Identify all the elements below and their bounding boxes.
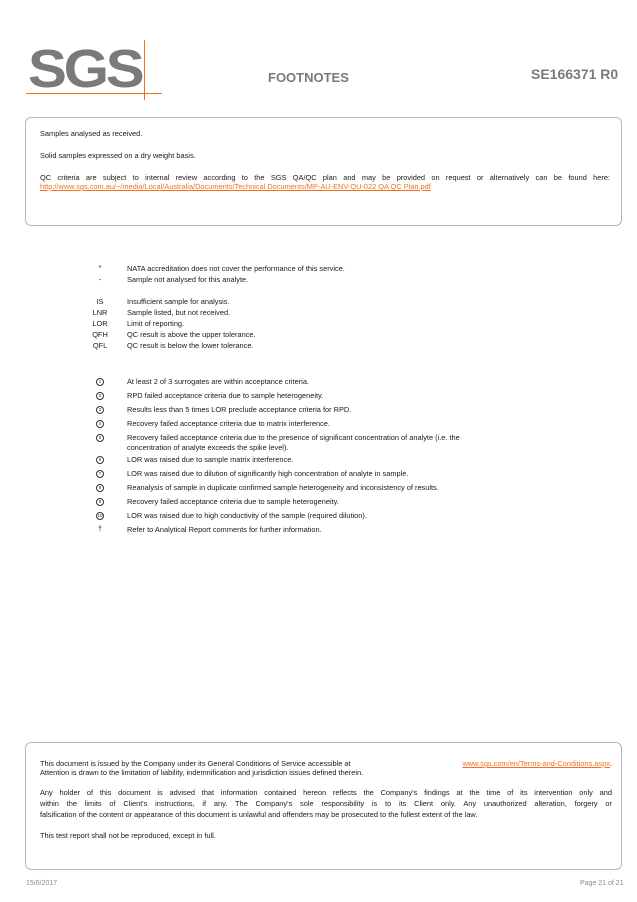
abbr-code: QFH	[92, 330, 108, 339]
abbr-desc: Limit of reporting.	[127, 319, 185, 328]
abbr-desc: QC result is below the lower tolerance.	[127, 341, 254, 350]
footer-page-number: Page 21 of 21	[580, 880, 624, 887]
note-number-marker: 9	[83, 495, 117, 506]
note-text: At least 2 of 3 surrogates are within ac…	[127, 377, 309, 386]
abbr-code: LNR	[92, 308, 108, 317]
dagger-marker: †	[97, 524, 103, 533]
note-text: Reanalysis of sample in duplicate confir…	[127, 483, 439, 492]
note-number-marker: 3	[83, 403, 117, 414]
note-text: LOR was raised due to sample matrix inte…	[127, 455, 294, 464]
disclaimer-p2-line1: Any holder of this document is advised t…	[40, 788, 612, 797]
note-number-marker: 7	[83, 467, 117, 478]
intro-box	[25, 117, 622, 226]
note-text-continued: concentration of analyte exceeds the spi…	[127, 443, 289, 452]
dagger-note-text: Refer to Analytical Report comments for …	[127, 525, 322, 534]
note-number-marker: 4	[83, 417, 117, 428]
disclaimer-p1-text: This document is issued by the Company u…	[40, 759, 351, 768]
qc-plan-link[interactable]: http://www.sgs.com.au/~/media/Local/Aust…	[40, 182, 431, 191]
symbol-code: -	[98, 275, 102, 284]
footer-date: 15/6/2017	[26, 880, 58, 887]
disclaimer-box	[25, 742, 622, 870]
qc-criteria-text: QC criteria are subject to internal revi…	[40, 173, 610, 182]
note-text: LOR was raised due to dilution of signif…	[127, 469, 409, 478]
note-text: LOR was raised due to high conductivity …	[127, 511, 367, 520]
note-text: Recovery failed acceptance criteria due …	[127, 433, 460, 442]
symbol-desc: Sample not analysed for this analyte.	[127, 275, 249, 284]
note-number-marker: 8	[83, 481, 117, 492]
disclaimer-p1-line1: This document is issued by the Company u…	[40, 759, 612, 768]
disclaimer-p2-line3: falsification of the content or appearan…	[40, 810, 478, 819]
report-id: SE166371 R0	[531, 66, 619, 82]
abbr-code: LOR	[92, 319, 108, 328]
abbr-code: QFL	[92, 341, 108, 350]
disclaimer-p1-line2: Attention is drawn to the limitation of …	[40, 768, 364, 777]
symbol-desc: NATA accreditation does not cover the pe…	[127, 264, 345, 273]
logo-orange-hline	[26, 93, 162, 94]
note-number-marker: 6	[83, 453, 117, 464]
note-text: RPD failed acceptance criteria due to sa…	[127, 391, 324, 400]
note-number-marker: 2	[83, 389, 117, 400]
disclaimer-p2-line2: within the limits of Client's instructio…	[40, 799, 612, 808]
abbr-desc: QC result is above the upper tolerance.	[127, 330, 256, 339]
symbol-code: *	[98, 263, 102, 272]
abbr-desc: Insufficient sample for analysis.	[127, 297, 230, 306]
note-number-marker: 10	[96, 512, 104, 520]
note-number-marker: 5	[83, 431, 117, 442]
logo-orange-vline	[144, 40, 145, 100]
note-text: Recovery failed acceptance criteria due …	[127, 497, 339, 506]
abbr-code: IS	[96, 297, 104, 306]
abbr-desc: Sample listed, but not received.	[127, 308, 231, 317]
sgs-logo: SGS	[28, 39, 145, 99]
page-title: FOOTNOTES	[268, 70, 349, 85]
terms-conditions-link[interactable]: www.sgs.com/en/Terms-and-Conditions.aspx	[462, 759, 610, 768]
intro-line-received: Samples analysed as received.	[40, 129, 143, 138]
disclaimer-p1-link-wrap: www.sgs.com/en/Terms-and-Conditions.aspx…	[462, 759, 612, 768]
note-text: Results less than 5 times LOR preclude a…	[127, 405, 352, 414]
disclaimer-p3: This test report shall not be reproduced…	[40, 831, 216, 840]
intro-line-dry-weight: Solid samples expressed on a dry weight …	[40, 151, 196, 160]
note-text: Recovery failed acceptance criteria due …	[127, 419, 330, 428]
note-number-marker: 1	[83, 375, 117, 386]
